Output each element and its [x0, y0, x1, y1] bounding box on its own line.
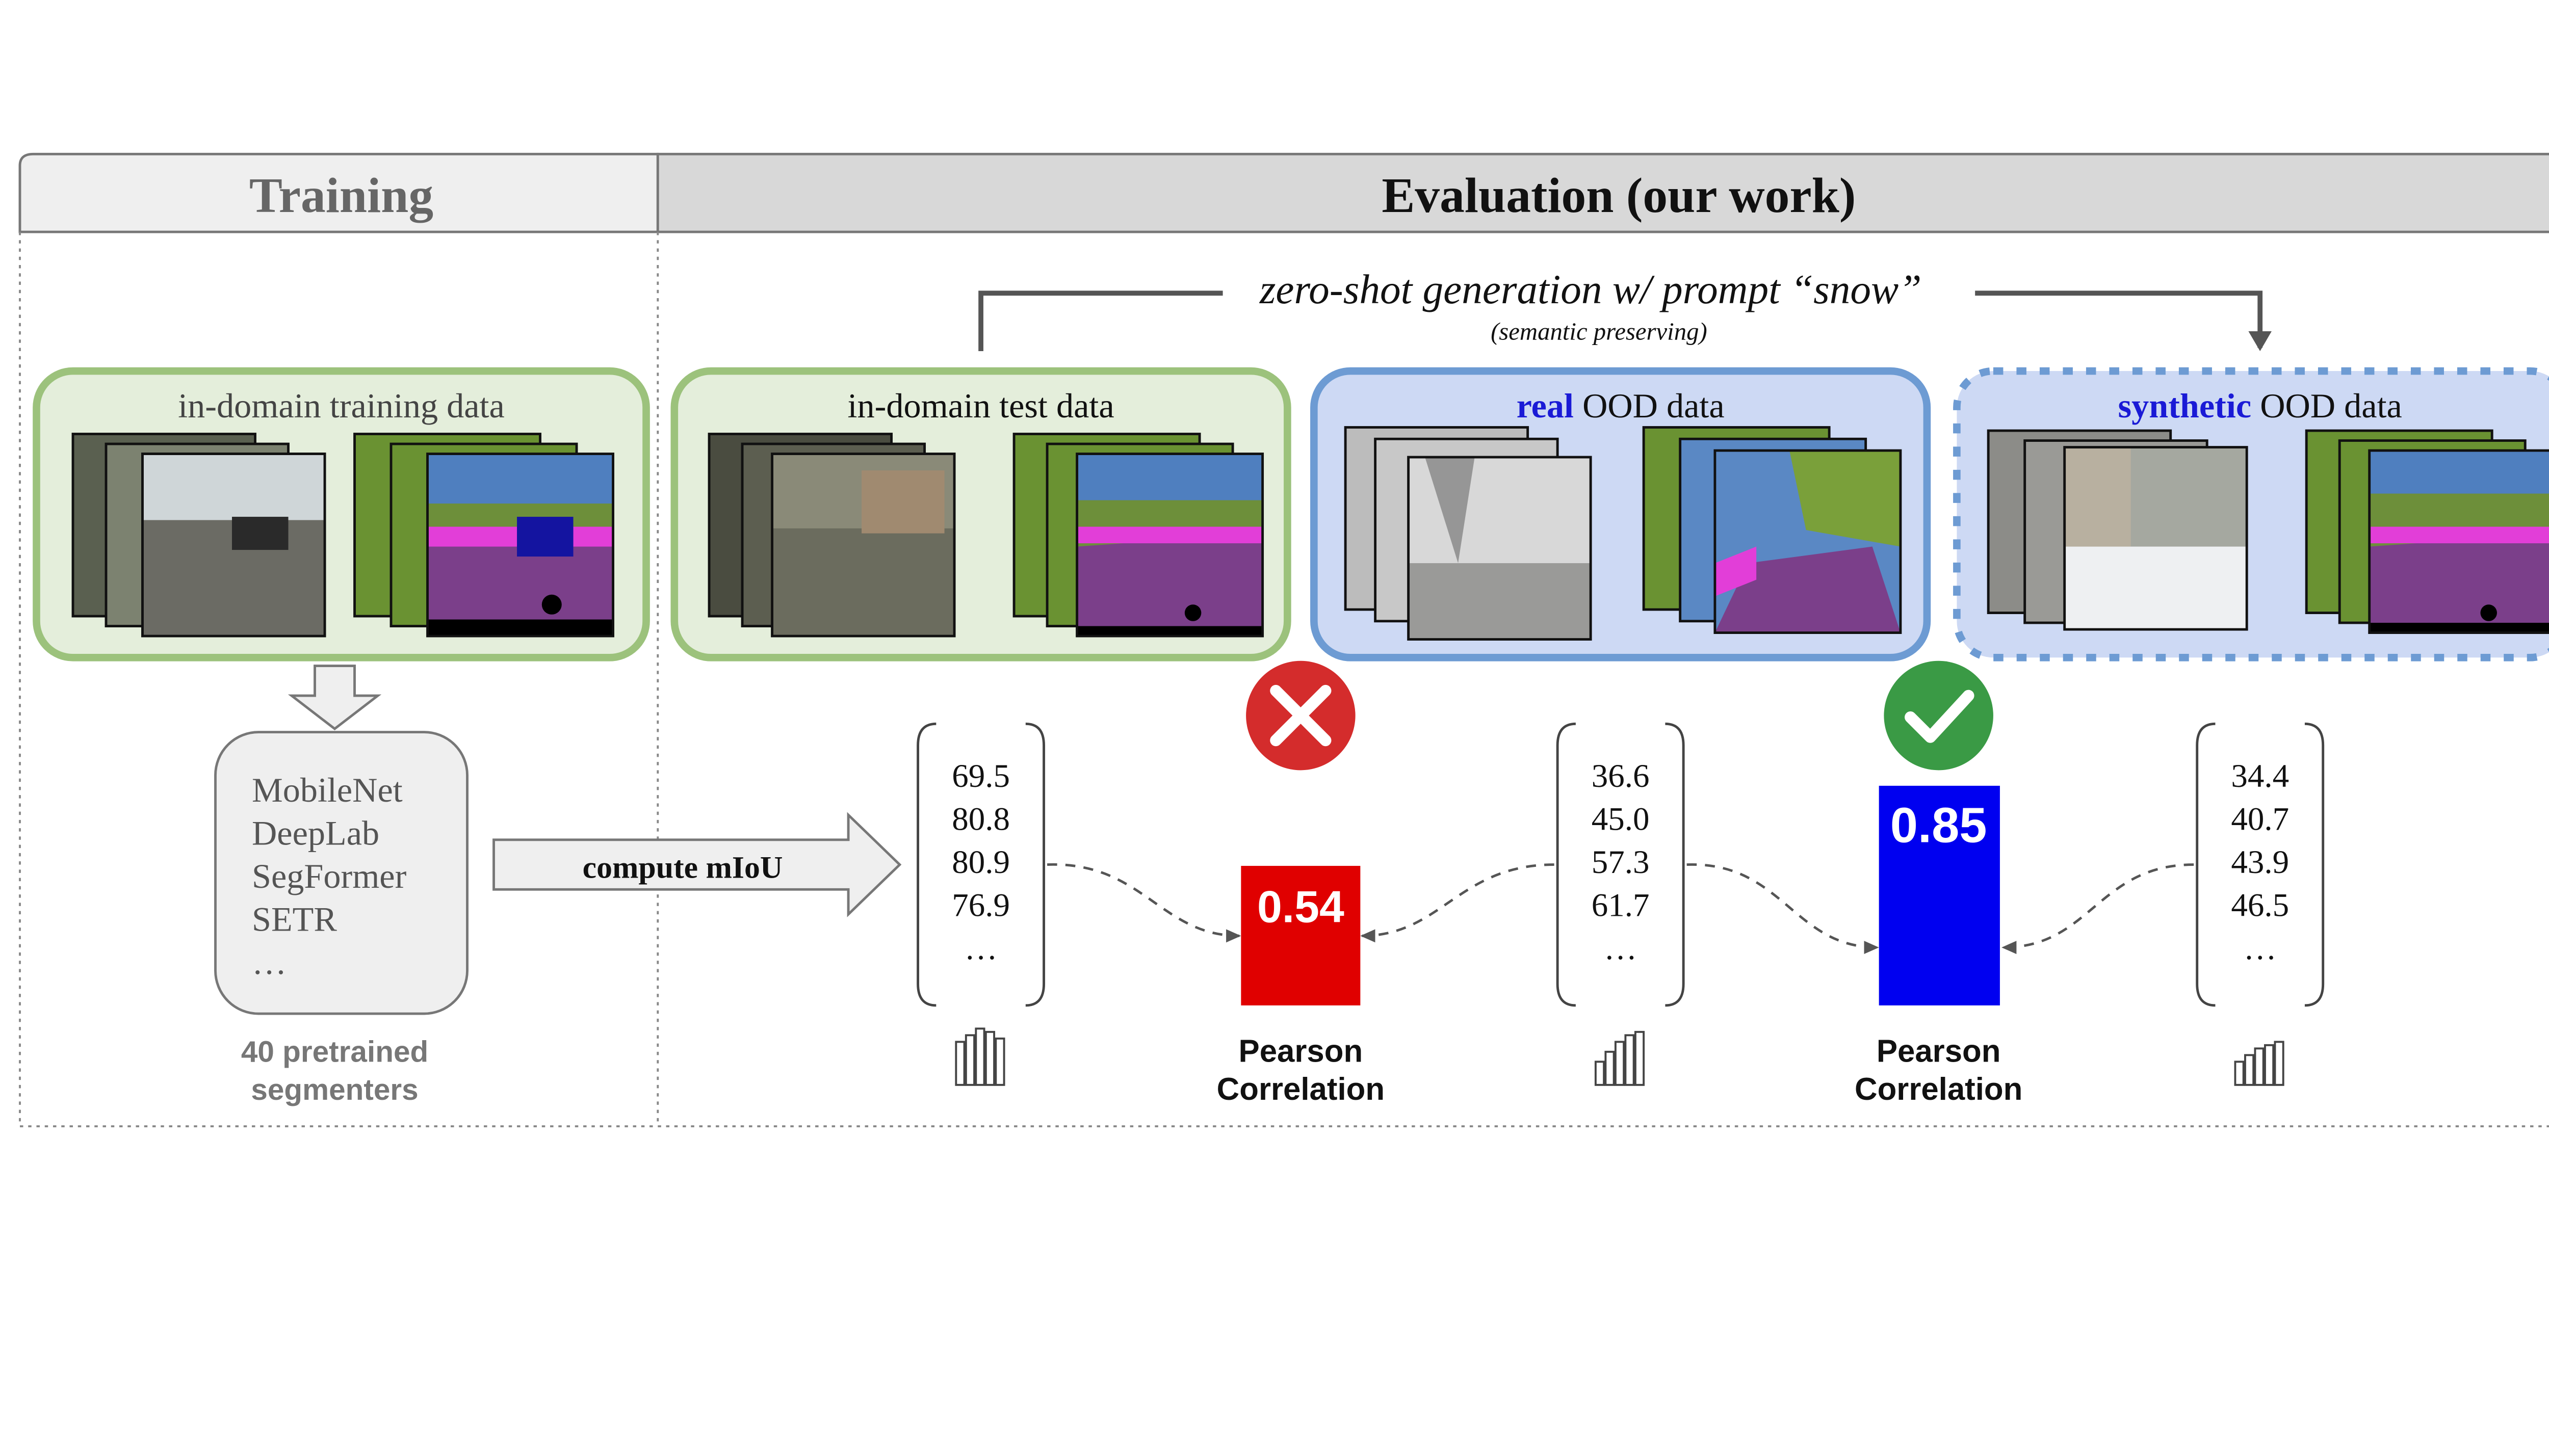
bar-chart-icon-bar: [2254, 1047, 2265, 1086]
bar-chart-icon-bar: [2234, 1061, 2245, 1086]
correlation-bar-real-synthetic: 0.85 Pearson Correlation: [1855, 785, 2022, 1107]
correlation-bar: [1879, 785, 2000, 1005]
score-lists: 69.5 80.8 80.9 76.9 … 36.6 45.0 57.3 61.7 … 34.4 40…: [917, 722, 2325, 1007]
compute-miou-arrow: compute mIoU: [492, 812, 902, 917]
bar-chart-icon-bar: [975, 1027, 985, 1086]
cross-icon: [1246, 660, 1356, 771]
bar-chart-icon: [2234, 1041, 2284, 1086]
synthetic-segmentation-stack: [2305, 429, 2549, 634]
correlation-label-2-line2: Correlation: [1855, 1072, 2022, 1107]
score-value: 61.7: [1592, 887, 1650, 923]
model-name: DeepLab: [252, 814, 379, 853]
bracket-left: [917, 722, 937, 1007]
panel-real-highlight: real: [1517, 386, 1574, 425]
bar-chart-icon: [955, 1027, 1005, 1086]
panel-synthetic-highlight: synthetic: [2118, 386, 2252, 425]
score-value: 69.5: [952, 758, 1010, 795]
correlation-bar-test-real: 0.54 Pearson Correlation: [1217, 866, 1385, 1107]
score-value: 57.3: [1592, 844, 1650, 881]
generation-arrow: zero-shot generation w/ prompt “snow” (s…: [978, 267, 2272, 352]
score-value: …: [2244, 930, 2277, 967]
bracket-left: [1556, 722, 1576, 1007]
models-caption-line2: segmenters: [251, 1073, 418, 1106]
bar-chart-icon-bar: [1624, 1034, 1635, 1086]
bar-chart-icon-bar: [1604, 1050, 1615, 1086]
score-value: 40.7: [2231, 801, 2289, 837]
bar-chart-icon-bar: [1594, 1061, 1605, 1086]
evaluation-header: Evaluation (our work): [1382, 168, 1856, 223]
score-list-real: 36.6 45.0 57.3 61.7 …: [1556, 722, 1685, 1007]
score-value: 45.0: [1592, 801, 1650, 837]
training-header: Training: [249, 168, 433, 223]
panel-test-title: in-domain test data: [848, 386, 1114, 425]
bracket-right: [2304, 722, 2325, 1007]
training-segmentation-stack: [353, 433, 614, 638]
score-value: 80.9: [952, 844, 1010, 881]
test-segmentation-stack: [1012, 433, 1264, 638]
bar-chart-icon-bar: [1634, 1030, 1645, 1086]
test-photo-stack: [708, 433, 956, 638]
check-icon: [1884, 660, 1993, 771]
generation-label: zero-shot generation w/ prompt “snow”: [1259, 267, 1922, 312]
panel-training-data: in-domain training data: [33, 367, 650, 661]
panel-real-title: real OOD data: [1517, 386, 1725, 425]
panel-synthetic-title: synthetic OOD data: [2118, 386, 2402, 425]
bar-chart-icon-bar: [2264, 1044, 2275, 1086]
panel-synthetic-ood-data: synthetic OOD data: [1953, 367, 2549, 661]
bar-chart-icons: [955, 1027, 2284, 1086]
panel-test-data: in-domain test data: [670, 367, 1291, 661]
model-name: MobileNet: [252, 771, 403, 809]
score-value: 80.8: [952, 801, 1010, 837]
bar-chart-icon-bar: [955, 1041, 966, 1086]
generation-sublabel: (semantic preserving): [1491, 317, 1707, 345]
score-list-test: 69.5 80.8 80.9 76.9 …: [917, 722, 1046, 1007]
compute-miou-label: compute mIoU: [583, 851, 783, 885]
panel-real-rest: OOD data: [1574, 386, 1725, 425]
real-photo-stack: [1344, 426, 1592, 641]
header-row: Training Evaluation (our work): [18, 152, 2549, 233]
score-value: 43.9: [2231, 844, 2289, 881]
models-caption-line1: 40 pretrained: [241, 1035, 428, 1068]
bar-chart-icon-bar: [1614, 1041, 1625, 1086]
training-photo-stack: [71, 433, 326, 638]
bar-chart-icon-bar: [965, 1034, 976, 1086]
bar-chart-icon-bar: [2274, 1041, 2284, 1086]
synthetic-photo-stack: [1987, 429, 2248, 631]
bracket-left: [2196, 722, 2216, 1007]
bar-chart-icon-bar: [995, 1037, 1005, 1086]
bar-chart-icon-bar: [2244, 1054, 2255, 1086]
bar-chart-icon: [1594, 1030, 1645, 1086]
score-value: …: [965, 930, 998, 967]
training-down-arrow: [288, 665, 382, 731]
correlation-label-1-line2: Correlation: [1217, 1072, 1385, 1107]
score-value: …: [1604, 930, 1637, 967]
correlation-bar: [1241, 866, 1361, 1005]
score-value: 36.6: [1592, 758, 1650, 795]
model-name: SETR: [252, 900, 337, 939]
bar-chart-icon-bar: [984, 1030, 996, 1086]
score-value: 34.4: [2231, 758, 2289, 795]
correlation-label-1-line1: Pearson: [1239, 1034, 1363, 1069]
model-name: SegFormer: [252, 857, 407, 895]
correlation-value-2: 0.85: [1890, 797, 1987, 853]
bracket-right: [1665, 722, 1685, 1007]
score-value: 76.9: [952, 887, 1010, 923]
panel-synthetic-rest: OOD data: [2251, 386, 2402, 425]
panel-real-ood-data: real OOD data: [1310, 367, 1931, 661]
correlation-label-2-line1: Pearson: [1877, 1034, 2001, 1069]
panel-training-title: in-domain training data: [178, 386, 505, 425]
real-segmentation-stack: [1642, 426, 1902, 634]
model-name: …: [252, 943, 287, 982]
score-value: 46.5: [2231, 887, 2289, 923]
score-list-synthetic: 34.4 40.7 43.9 46.5 …: [2196, 722, 2325, 1007]
bracket-right: [1025, 722, 1046, 1007]
correlation-value-1: 0.54: [1257, 882, 1344, 932]
correlation-arrows: [1047, 863, 2194, 955]
